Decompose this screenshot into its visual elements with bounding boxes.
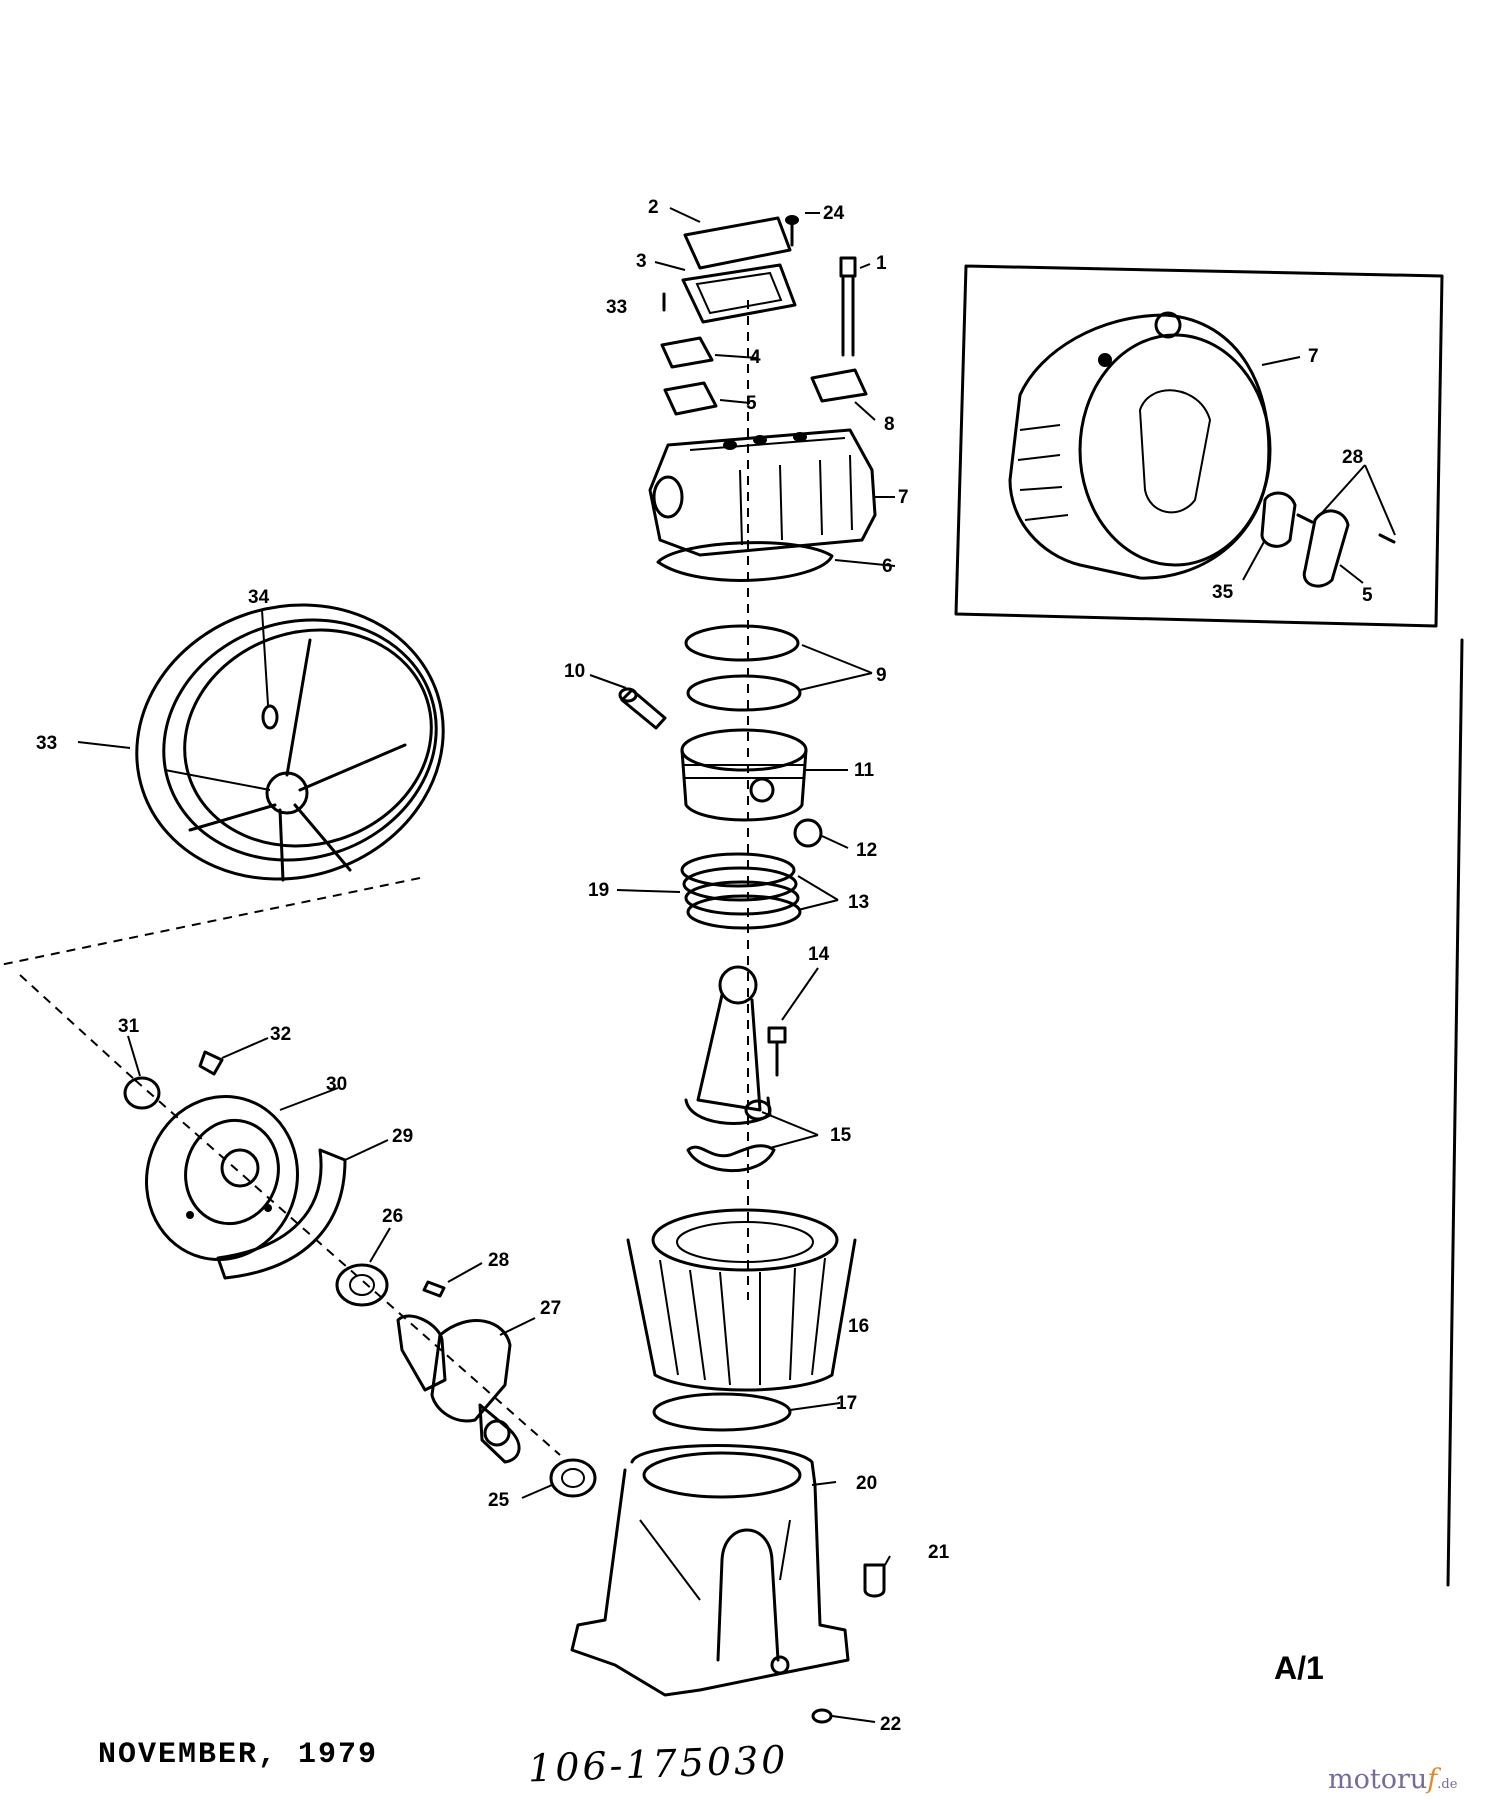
callout-2: 2 bbox=[648, 197, 659, 218]
callout-34: 34 bbox=[248, 587, 270, 608]
watermark-logo: motoruf.de bbox=[1328, 1764, 1457, 1795]
inset-part-7-head bbox=[1008, 311, 1272, 580]
part-13-ring-set bbox=[680, 852, 802, 930]
part-14-rod-bolt bbox=[767, 1026, 787, 1077]
part-21-plug bbox=[863, 1563, 886, 1598]
inset-box bbox=[954, 264, 1464, 1587]
part-16-cylinder bbox=[626, 1208, 857, 1392]
part-15-connecting-rod bbox=[684, 965, 776, 1173]
callout-25: 25 bbox=[488, 1490, 510, 1511]
part-34-key bbox=[261, 704, 279, 730]
callout-24: 24 bbox=[823, 203, 845, 224]
callout-33: 33 bbox=[36, 733, 57, 754]
callout-35: 35 bbox=[1212, 582, 1234, 603]
inset-part-35-valve bbox=[1260, 491, 1297, 548]
part-8-plate bbox=[810, 368, 868, 403]
leader-lines bbox=[77, 207, 1396, 1723]
callout-27: 27 bbox=[540, 1298, 561, 1319]
callout-10: 10 bbox=[564, 661, 585, 682]
part-7-cylinder-head bbox=[648, 428, 877, 557]
callout-31: 31 bbox=[118, 1016, 140, 1037]
callout-7b: 7 bbox=[1308, 346, 1319, 367]
part-11-piston bbox=[680, 728, 808, 822]
part-20-crankcase bbox=[570, 1444, 850, 1697]
part-28-key bbox=[422, 1280, 446, 1298]
part-22-nut bbox=[811, 1708, 833, 1724]
part-1-bolt bbox=[839, 256, 857, 357]
callout-labels: 2 24 3 1 33 4 5 8 7 6 10 9 11 12 19 13 1… bbox=[36, 197, 1373, 1735]
part-32-pin bbox=[198, 1050, 224, 1076]
part-17-gasket bbox=[652, 1392, 792, 1432]
part-4-valve bbox=[660, 336, 714, 369]
part-26-bearing bbox=[335, 1263, 389, 1307]
watermark-accent: f bbox=[1427, 1764, 1438, 1795]
part-2-cover-plate bbox=[683, 216, 792, 270]
part-6-head-gasket bbox=[656, 541, 834, 582]
inset-part-5-valve bbox=[1302, 509, 1350, 588]
callout-28b: 28 bbox=[488, 1250, 509, 1271]
callout-3: 3 bbox=[636, 251, 647, 272]
part-29-shim bbox=[216, 1148, 347, 1280]
part-24-screw bbox=[785, 215, 799, 247]
callout-11: 11 bbox=[854, 760, 875, 781]
callout-14: 14 bbox=[808, 944, 830, 965]
part-31-seal bbox=[123, 1076, 161, 1110]
callout-19: 19 bbox=[588, 880, 609, 901]
callout-8: 8 bbox=[884, 414, 895, 435]
part-3-gasket bbox=[681, 263, 797, 324]
callout-4: 4 bbox=[750, 347, 761, 368]
callout-23: 33 bbox=[606, 297, 627, 318]
inset-part-28-screws bbox=[1296, 513, 1396, 544]
part-10-wrist-pin bbox=[618, 687, 667, 730]
callout-29: 29 bbox=[392, 1126, 413, 1147]
shaft-axis bbox=[19, 974, 136, 1081]
callout-32: 32 bbox=[270, 1024, 291, 1045]
flywheel-axis bbox=[0, 877, 421, 966]
callout-17: 17 bbox=[836, 1393, 857, 1414]
callout-5b: 5 bbox=[1362, 585, 1373, 606]
watermark-main: motoru bbox=[1328, 1764, 1428, 1795]
part-25-bearing bbox=[549, 1458, 597, 1498]
footer-part-number: 106-175030 bbox=[527, 1737, 790, 1791]
callout-30: 30 bbox=[326, 1074, 347, 1095]
callout-16: 16 bbox=[848, 1316, 869, 1337]
callout-20: 20 bbox=[856, 1473, 877, 1494]
part-33-flywheel bbox=[135, 603, 445, 882]
callout-26: 26 bbox=[382, 1206, 403, 1227]
callout-21: 21 bbox=[928, 1542, 950, 1563]
callout-9: 9 bbox=[876, 665, 887, 686]
callout-15: 15 bbox=[830, 1125, 852, 1146]
callout-6: 6 bbox=[882, 556, 893, 577]
part-9-piston-rings bbox=[684, 624, 802, 712]
callout-28: 28 bbox=[1342, 447, 1363, 468]
part-5-valve bbox=[663, 381, 718, 416]
watermark-tld: .de bbox=[1437, 1777, 1458, 1792]
part-12-clip bbox=[793, 818, 823, 848]
callout-5: 5 bbox=[746, 393, 757, 414]
part-30-bearing-cap bbox=[145, 1094, 299, 1262]
footer-date: NOVEMBER, 1979 bbox=[98, 1738, 379, 1772]
callout-22: 22 bbox=[880, 1714, 901, 1735]
callout-1: 1 bbox=[876, 253, 887, 274]
part-27-crankshaft bbox=[396, 1314, 521, 1464]
crank-axis bbox=[134, 1079, 561, 1456]
page-mark: A/1 bbox=[1274, 1650, 1324, 1686]
callout-7: 7 bbox=[898, 487, 909, 508]
callout-13: 13 bbox=[848, 892, 869, 913]
callout-12: 12 bbox=[856, 840, 877, 861]
